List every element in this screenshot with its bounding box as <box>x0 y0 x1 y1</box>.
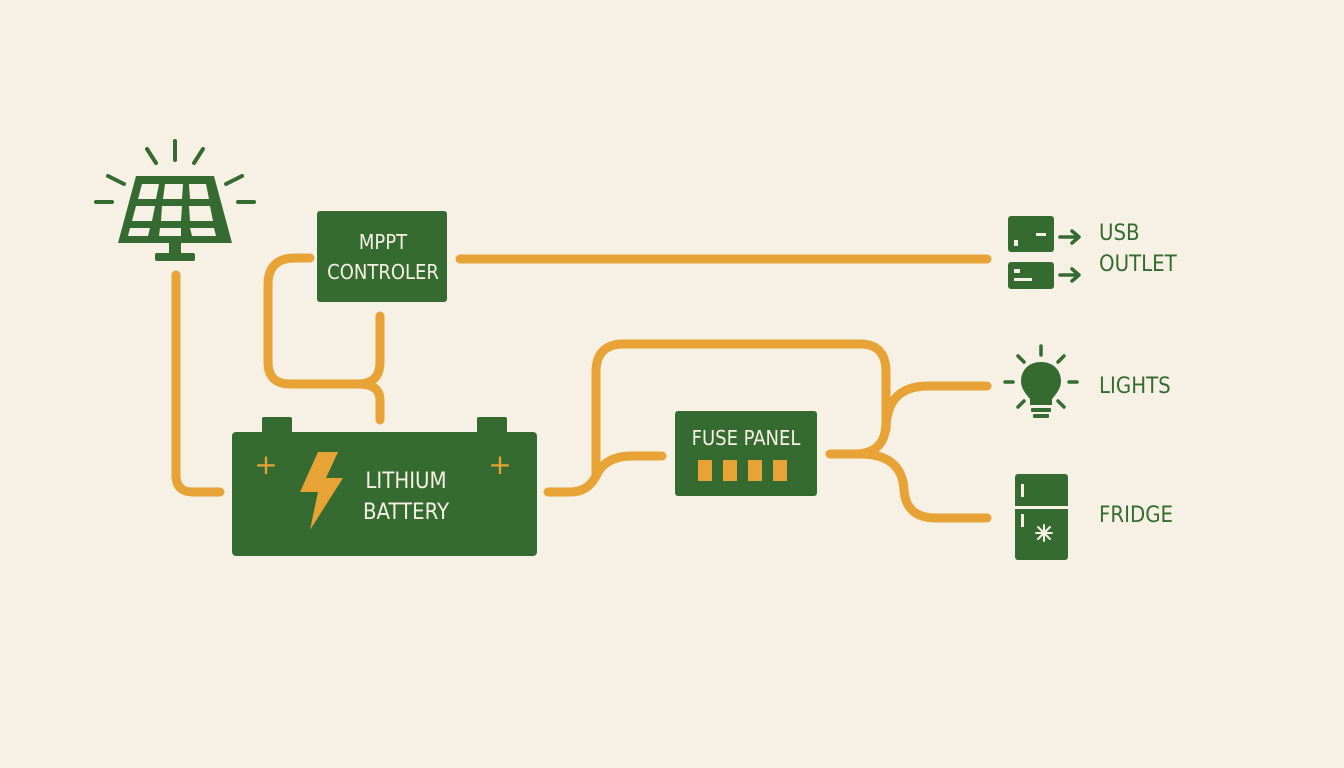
battery-label-line2: BATTERY <box>363 500 450 525</box>
wire-solar-to-battery <box>171 270 225 497</box>
fridge: FRIDGE <box>1015 474 1173 560</box>
fuse-panel-box <box>675 411 817 496</box>
battery-terminal-right <box>477 417 507 435</box>
usb-outlet: USB OUTLET <box>1008 216 1178 289</box>
fuse-slot <box>748 460 762 481</box>
battery-plus-right: + <box>488 448 511 481</box>
fuse-panel: FUSE PANEL <box>675 411 817 496</box>
wires <box>171 253 992 523</box>
wire-upper-loop <box>591 339 891 481</box>
fuse-slot <box>773 460 787 481</box>
wire-mppt-bottom <box>353 311 385 389</box>
mppt-controller: MPPT CONTROLER <box>317 211 447 302</box>
lights-label: LIGHTS <box>1099 374 1171 399</box>
battery-plus-left: + <box>254 448 277 481</box>
mppt-controller-label-line1: MPPT <box>359 230 408 254</box>
lithium-battery: + + LITHIUM BATTERY <box>232 417 537 556</box>
lightning-bolt-icon <box>300 452 343 530</box>
fuse-slot <box>698 460 712 481</box>
wire-battery-to-fuse <box>543 451 667 497</box>
fuse-slots <box>698 460 787 481</box>
solar-panel-icon <box>94 139 256 261</box>
usb-outlet-label-line1: USB <box>1099 221 1140 246</box>
usb-outlet-icon <box>1008 216 1081 289</box>
lights: LIGHTS <box>1003 344 1171 418</box>
light-bulb-icon <box>1003 344 1079 418</box>
battery-box <box>232 432 537 556</box>
usb-outlet-label-line2: OUTLET <box>1099 252 1178 277</box>
fuse-panel-label: FUSE PANEL <box>692 426 801 450</box>
battery-label-line1: LITHIUM <box>365 469 446 494</box>
mppt-controller-box <box>317 211 447 302</box>
fridge-icon <box>1015 474 1068 560</box>
wire-fuse-to-fridge <box>855 449 992 523</box>
mppt-controller-label-line2: CONTROLER <box>327 260 439 284</box>
fuse-slot <box>723 460 737 481</box>
wire-fuse-to-lights <box>881 381 992 435</box>
battery-terminal-left <box>262 417 292 435</box>
fridge-label: FRIDGE <box>1099 503 1173 528</box>
wire-mppt-to-battery-loop <box>263 253 385 425</box>
